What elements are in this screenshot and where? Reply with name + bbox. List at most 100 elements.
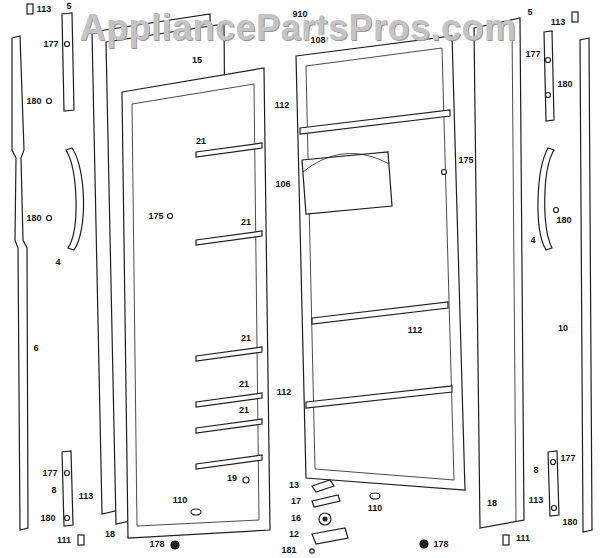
- callout-number: 181: [280, 545, 297, 555]
- callout-number: 12: [288, 529, 300, 539]
- door-handle: [538, 148, 554, 250]
- callout-number: 18: [486, 498, 498, 508]
- callout-number: 15: [191, 55, 203, 65]
- callout-number: 6: [32, 343, 39, 353]
- callout-number: 178: [432, 539, 449, 549]
- door-cam: [191, 509, 201, 515]
- screw: [546, 58, 551, 63]
- callout-number: 180: [25, 213, 42, 223]
- door-foot: [171, 541, 179, 549]
- trim-strip: [580, 38, 592, 532]
- callout-number: 113: [550, 17, 567, 27]
- screw: [65, 516, 70, 521]
- screw: [47, 216, 52, 221]
- callout-number: 113: [528, 495, 545, 505]
- callout-number: 21: [238, 379, 250, 389]
- callout-number: 180: [556, 79, 573, 89]
- screw: [168, 214, 173, 219]
- screw: [442, 170, 447, 175]
- door-liner: [122, 68, 270, 538]
- callout-number: 177: [41, 468, 58, 478]
- callout-number: 8: [532, 465, 539, 475]
- callout-number: 16: [290, 513, 302, 523]
- callout-number: 177: [559, 453, 576, 463]
- hinge-bushing-hole: [323, 517, 327, 521]
- callout-number: 180: [561, 517, 578, 527]
- callout-number: 112: [276, 387, 293, 397]
- callout-number: 180: [25, 96, 42, 106]
- screw: [65, 471, 70, 476]
- callout-number: 110: [172, 495, 189, 505]
- end-cap: [27, 4, 33, 14]
- callout-number: 110: [367, 503, 384, 513]
- trim-strip: [62, 13, 74, 111]
- hinge: [312, 528, 348, 544]
- screw: [552, 506, 557, 511]
- door-bin: [302, 152, 392, 214]
- door-foot: [420, 540, 428, 548]
- door-shelf: [196, 347, 262, 361]
- hinge-pin: [503, 535, 509, 545]
- callout-number: 180: [39, 513, 56, 523]
- hinge-pin: [78, 535, 84, 545]
- callout-number: 13: [288, 480, 300, 490]
- hinge-bracket: [312, 480, 334, 492]
- callout-number: 18: [104, 529, 116, 539]
- callout-number: 910: [291, 9, 308, 19]
- callout-number: 177: [42, 39, 59, 49]
- callout-number: 175: [147, 211, 164, 221]
- callout-number: 21: [195, 136, 207, 146]
- clip: [243, 477, 249, 483]
- door-cam: [370, 493, 380, 499]
- door-bin-lid: [303, 154, 389, 172]
- end-cap: [572, 12, 578, 22]
- callout-number: 21: [240, 333, 252, 343]
- callout-number: 5: [65, 1, 72, 11]
- door-panel: [474, 18, 524, 528]
- trim-strip: [62, 451, 73, 526]
- callout-number: 10: [557, 323, 569, 333]
- callout-number: 175: [457, 155, 474, 165]
- screw: [310, 549, 314, 553]
- door-shelf: [306, 386, 452, 408]
- callout-number: 4: [54, 257, 61, 267]
- callout-number: 111: [56, 535, 72, 545]
- screw: [47, 99, 52, 104]
- callout-number: 4: [529, 235, 536, 245]
- callout-number: 180: [555, 215, 572, 225]
- trim-strip: [12, 36, 28, 530]
- callout-number: 113: [36, 4, 53, 14]
- callout-number: 113: [78, 491, 95, 501]
- callout-number: 112: [407, 325, 424, 335]
- callout-number: 17: [290, 496, 302, 506]
- door-shelf: [300, 110, 450, 134]
- callout-number: 21: [240, 217, 252, 227]
- callout-number: 177: [524, 49, 541, 59]
- trim-strip: [544, 31, 554, 121]
- callout-number: 178: [148, 539, 165, 549]
- callout-number: 8: [50, 485, 57, 495]
- door-handle: [66, 148, 84, 250]
- screw: [65, 42, 70, 47]
- callout-number: 106: [274, 179, 291, 189]
- callout-number: 5: [526, 7, 533, 17]
- screw: [554, 208, 559, 213]
- door-shelf: [196, 455, 262, 469]
- hinge-plate: [312, 495, 340, 507]
- callout-number: 112: [274, 100, 291, 110]
- door-panel-edge: [512, 22, 516, 522]
- door-liner: [296, 36, 465, 490]
- hinge-bushing: [319, 513, 331, 525]
- callout-number: 19: [226, 473, 238, 483]
- callout-number: 111: [515, 533, 531, 543]
- callout-number: 21: [238, 405, 250, 415]
- trim-strip: [548, 451, 559, 516]
- callout-number: 108: [309, 35, 326, 45]
- screw: [546, 93, 551, 98]
- door-shelf: [196, 231, 262, 245]
- door-shelf: [312, 302, 448, 324]
- door-shelf: [196, 419, 262, 433]
